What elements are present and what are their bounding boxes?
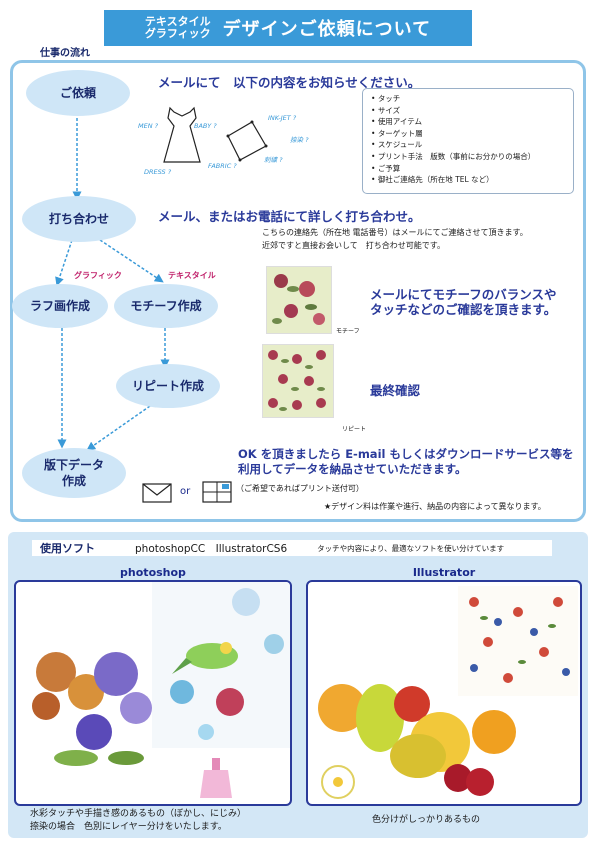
request-item: 御社ご連絡先（所在地 TEL など） — [371, 174, 565, 186]
step-rough-label: ラフ画作成 — [29, 299, 90, 313]
request-item: 使用アイテム — [371, 116, 565, 128]
software-label: 使用ソフト — [40, 542, 95, 555]
request-item: ターゲット層 — [371, 128, 565, 140]
page-title: デザインご依頼について — [222, 19, 432, 40]
repeat-caption: リピート — [342, 426, 367, 433]
photoshop-caption-1: 水彩タッチや手描き感のあるもの（ぼかし、にじみ） — [30, 809, 247, 819]
sketch-word-nassen: 捺染 ? — [290, 136, 309, 144]
request-heading: メールにて 以下の内容をお知らせください。 — [158, 75, 421, 90]
flow-box — [10, 60, 586, 522]
repeat-heading: 最終確認 — [370, 383, 421, 398]
step-meeting-label: 打ち合わせ — [48, 212, 109, 226]
illustrator-frame — [306, 580, 582, 806]
step-request: ご依頼 — [26, 70, 130, 116]
step-rough: ラフ画作成 — [12, 284, 108, 328]
software-bar: 使用ソフト photoshopCC IllustratorCS6 タッチや内容に… — [32, 540, 552, 556]
sketch-word-fabric: FABRIC ? — [208, 162, 237, 170]
step-motif-label: モチーフ作成 — [130, 299, 202, 313]
request-item: ご予算 — [371, 163, 565, 175]
sketch-word-baby: BABY ? — [194, 122, 217, 130]
title-category: テキスタイル グラフィック — [145, 16, 211, 40]
motif-caption: モチーフ — [336, 328, 360, 335]
fruits-pattern-icon — [318, 586, 578, 799]
branch-label-textile: テキスタイル — [168, 271, 216, 280]
request-item: スケジュール — [371, 139, 565, 151]
step-request-label: ご依頼 — [59, 86, 96, 100]
watercolor-flowers-icon — [32, 582, 290, 798]
title-bottom-line: グラフィック — [144, 27, 211, 40]
step-motif: モチーフ作成 — [114, 284, 218, 328]
photoshop-title: photoshop — [120, 566, 186, 579]
meeting-heading: メール、またはお電話にて詳しく打ち合わせ。 — [158, 209, 421, 224]
request-item: タッチ — [371, 93, 565, 105]
arrow-meeting-motif — [99, 239, 164, 283]
sketch-word-embroidery: 刺繍 ? — [264, 156, 283, 164]
rose-motif-icon — [272, 274, 325, 325]
step-final-label-2: 作成 — [61, 474, 86, 488]
or-text: or — [180, 486, 191, 497]
illustrator-caption: 色分けがしっかりあるもの — [372, 815, 481, 825]
request-item: プリント手法 版数（事前にお分かりの場合） — [371, 151, 565, 163]
motif-heading-2: タッチなどのご確認を頂きます。 — [370, 302, 557, 317]
fee-note: ★デザイン料は作業や進行、納品の内容によって異なります。 — [324, 502, 546, 511]
sketch-word-men: MEN ? — [138, 122, 159, 130]
parcel-icon — [202, 481, 232, 503]
step-meeting: 打ち合わせ — [22, 196, 136, 242]
dress-sketch-icon — [163, 106, 268, 163]
step-final: 版下データ作成 — [22, 448, 126, 498]
request-list: タッチ サイズ 使用アイテム ターゲット層 スケジュール プリント手法 版数（事… — [362, 88, 574, 194]
title-top-line: テキスタイル — [144, 15, 211, 28]
title-banner: テキスタイル グラフィック デザインご依頼について — [104, 10, 472, 46]
sketch-word-dress: DRESS ? — [144, 168, 172, 176]
branch-label-graphic: グラフィック — [74, 271, 122, 280]
step-repeat: リピート作成 — [116, 364, 220, 408]
meeting-note-1: こちらの連絡先（所在地 電話番号）はメールにてご連絡させて頂きます。 — [262, 228, 528, 237]
repeat-thumbnail — [262, 344, 334, 418]
motif-thumbnail — [266, 266, 332, 334]
software-note: タッチや内容により、最適なソフトを使い分けています — [317, 543, 505, 553]
rose-repeat-icon — [268, 350, 326, 411]
illustrator-title: Illustrator — [412, 566, 476, 579]
step-final-label-1: 版下データ — [43, 458, 104, 472]
arrow-repeat-final — [86, 405, 151, 451]
flow-arrows — [55, 118, 170, 451]
software-apps: photoshopCC IllustratorCS6 — [135, 542, 288, 555]
arrow-meeting-rough — [55, 239, 73, 287]
step-repeat-label: リピート作成 — [131, 379, 204, 393]
sketch-word-inkjet: INK-JET ? — [268, 114, 297, 122]
photoshop-caption-2: 捺染の場合 色別にレイヤー分けをいたします。 — [30, 822, 227, 832]
request-item: サイズ — [371, 105, 565, 117]
meeting-note-2: 近郊ですと直接お会いして 打ち合わせ可能です。 — [262, 241, 445, 250]
motif-heading-1: メールにてモチーフのバランスや — [370, 287, 557, 302]
mail-icon — [142, 483, 172, 503]
photoshop-frame — [14, 580, 292, 806]
flow-label: 仕事の流れ — [40, 48, 90, 59]
delivery-line-2: 利用してデータを納品させていただきます。 — [238, 462, 467, 476]
delivery-line-1: OK を頂きましたら E-mail もしくはダウンロードサービス等を — [238, 447, 574, 461]
print-note: （ご希望であればプリント送付可） — [236, 484, 364, 493]
